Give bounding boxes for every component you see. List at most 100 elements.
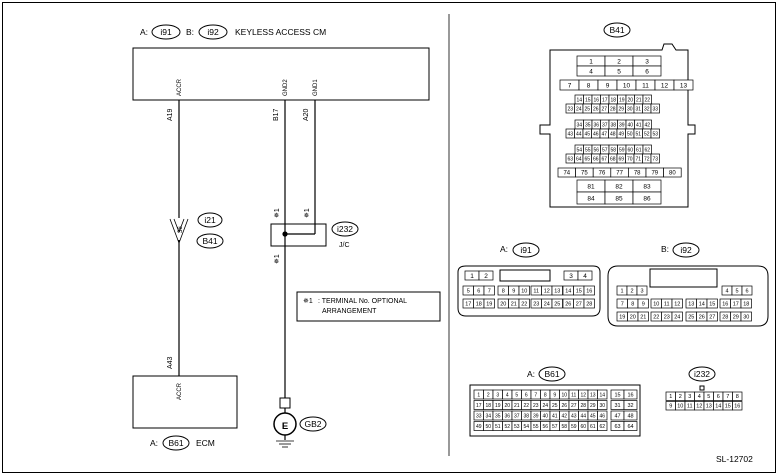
b41-pin-label: 46 — [593, 131, 599, 137]
b61-pin-label: 8 — [544, 392, 547, 398]
b41-pin-label: 27 — [601, 106, 607, 112]
b61-pin-cell — [623, 389, 638, 400]
note-line-1: : TERMINAL No. OPTIONAL — [318, 298, 407, 305]
b61-pin-label: 25 — [552, 403, 558, 409]
b41-pin-label: 39 — [619, 122, 625, 128]
ecm-code: B61 — [168, 438, 183, 448]
b41-pin-label: 5 — [617, 68, 621, 75]
b41-pin-label: 83 — [643, 183, 651, 190]
b61-pin-label: 20 — [504, 403, 510, 409]
keyless-a-code: i91 — [160, 27, 172, 37]
i92-pin-label: 12 — [674, 301, 680, 307]
i91-title: i91 — [520, 245, 532, 255]
b61-pin-label: 4 — [506, 392, 509, 398]
b61-pin-label: 62 — [599, 424, 605, 430]
connector-i21-code: i21 — [204, 215, 216, 225]
b61-oval — [538, 366, 566, 382]
i91-pin-label: 15 — [576, 288, 582, 294]
b41-pin-label: 19 — [619, 97, 625, 103]
b41-pin-label: 30 — [627, 106, 633, 112]
i91-pin-label: 1 — [470, 273, 474, 280]
b61-pin-label: 54 — [523, 424, 529, 430]
b41-pin-label: 13 — [680, 82, 688, 89]
b61-pin-label: 15 — [614, 392, 620, 398]
i92-pin-label: 26 — [699, 314, 705, 320]
i92-pin-label: 1 — [620, 288, 623, 294]
b41-title: B41 — [609, 25, 624, 35]
b61-pin-label: 11 — [571, 392, 576, 398]
keyless-b-oval — [198, 24, 228, 40]
b41-pin-label: 82 — [615, 183, 623, 190]
i92-pin-cell — [740, 298, 752, 309]
b41-pin-label: 38 — [610, 122, 616, 128]
b41-pin-label: 73 — [652, 156, 658, 162]
i91-pin-label: 11 — [533, 288, 539, 294]
i92-pin-label: 4 — [725, 288, 728, 294]
i232-pin-label: 14 — [715, 404, 721, 410]
b41-pin-label: 8 — [587, 82, 591, 89]
i232-pin-label: 1 — [669, 394, 672, 400]
b41-pin-label: 28 — [610, 106, 616, 112]
jc-mark-1: ✵1 — [273, 208, 281, 218]
keyless-b-prefix: B: — [186, 27, 194, 37]
i232-pin-cell — [732, 391, 743, 401]
i92-housing — [607, 265, 769, 327]
i91-pin-label: 7 — [488, 288, 491, 294]
i92-pin-label: 5 — [735, 288, 738, 294]
i91-pin-label: 10 — [521, 288, 527, 294]
i91-pin-label: 28 — [586, 301, 592, 307]
b61-pin-label: 34 — [485, 413, 491, 419]
i232-pin-label: 9 — [669, 404, 672, 410]
b61-pin-label: 38 — [523, 413, 529, 419]
b41-pin-label: 66 — [593, 156, 599, 162]
b61-pin-label: 6 — [525, 392, 528, 398]
b61-pin-label: 53 — [514, 424, 520, 430]
i91-pin-label: 17 — [465, 301, 471, 307]
keyless-a-prefix: A: — [140, 27, 148, 37]
b41-pin-label: 80 — [669, 171, 676, 177]
pin-gnd2: GND2 — [283, 79, 289, 96]
i91-oval — [512, 242, 540, 258]
b41-pin-label: 57 — [602, 147, 608, 153]
wire-gnd — [282, 100, 316, 398]
pin-accr-keyless: ACCR — [177, 78, 183, 96]
junction-connector: ✵1 ✵1 ✵1 i232 J/C — [270, 208, 359, 264]
b61-pin-label: 44 — [580, 413, 586, 419]
b41-pin-label: 1 — [589, 58, 593, 65]
i92-pin-label: 16 — [722, 301, 728, 307]
i91-latch — [499, 269, 551, 282]
b41-pin-label: 59 — [619, 147, 625, 153]
i232-pin-label: 2 — [679, 394, 682, 400]
i91-pin-cell — [518, 298, 530, 309]
b61-pin-label: 63 — [614, 424, 620, 430]
i92-pin-label: 24 — [674, 314, 680, 320]
b61-pin-label: 10 — [561, 392, 567, 398]
i232-pin-label: 15 — [725, 404, 731, 410]
b61-pin-label: 28 — [580, 403, 586, 409]
b41-pin-label: 43 — [567, 131, 573, 137]
b41-pin-label: 3 — [645, 58, 649, 65]
b41-pin-label: 68 — [610, 156, 616, 162]
b61-pin-label: 13 — [590, 392, 596, 398]
i92-pin-label: 17 — [733, 301, 739, 307]
b41-pin-label: 40 — [627, 122, 633, 128]
jc-oval — [331, 221, 359, 237]
i232-pin-label: 7 — [726, 394, 729, 400]
ground-oval — [299, 416, 327, 432]
i92-pin-label: 28 — [722, 314, 728, 320]
b41-pin-label: 64 — [576, 156, 582, 162]
b61-pin-label: 7 — [534, 392, 537, 398]
terminal-a19: A19 — [167, 108, 174, 121]
i232-pin-label: 6 — [717, 394, 720, 400]
b41-pin-label: 20 — [627, 97, 633, 103]
i92-pin-cell — [636, 285, 648, 296]
b41-pin-label: 25 — [584, 106, 590, 112]
i232-pin-label: 16 — [734, 404, 740, 410]
jc-mark-3: ✵1 — [273, 254, 281, 264]
b61-pin-label: 30 — [599, 403, 605, 409]
i92-pin-label: 19 — [619, 314, 625, 320]
b61-pin-label: 29 — [590, 403, 596, 409]
b61-pin-label: 60 — [580, 424, 586, 430]
i232-oval — [688, 366, 716, 382]
b41-pin-label: 55 — [585, 147, 591, 153]
